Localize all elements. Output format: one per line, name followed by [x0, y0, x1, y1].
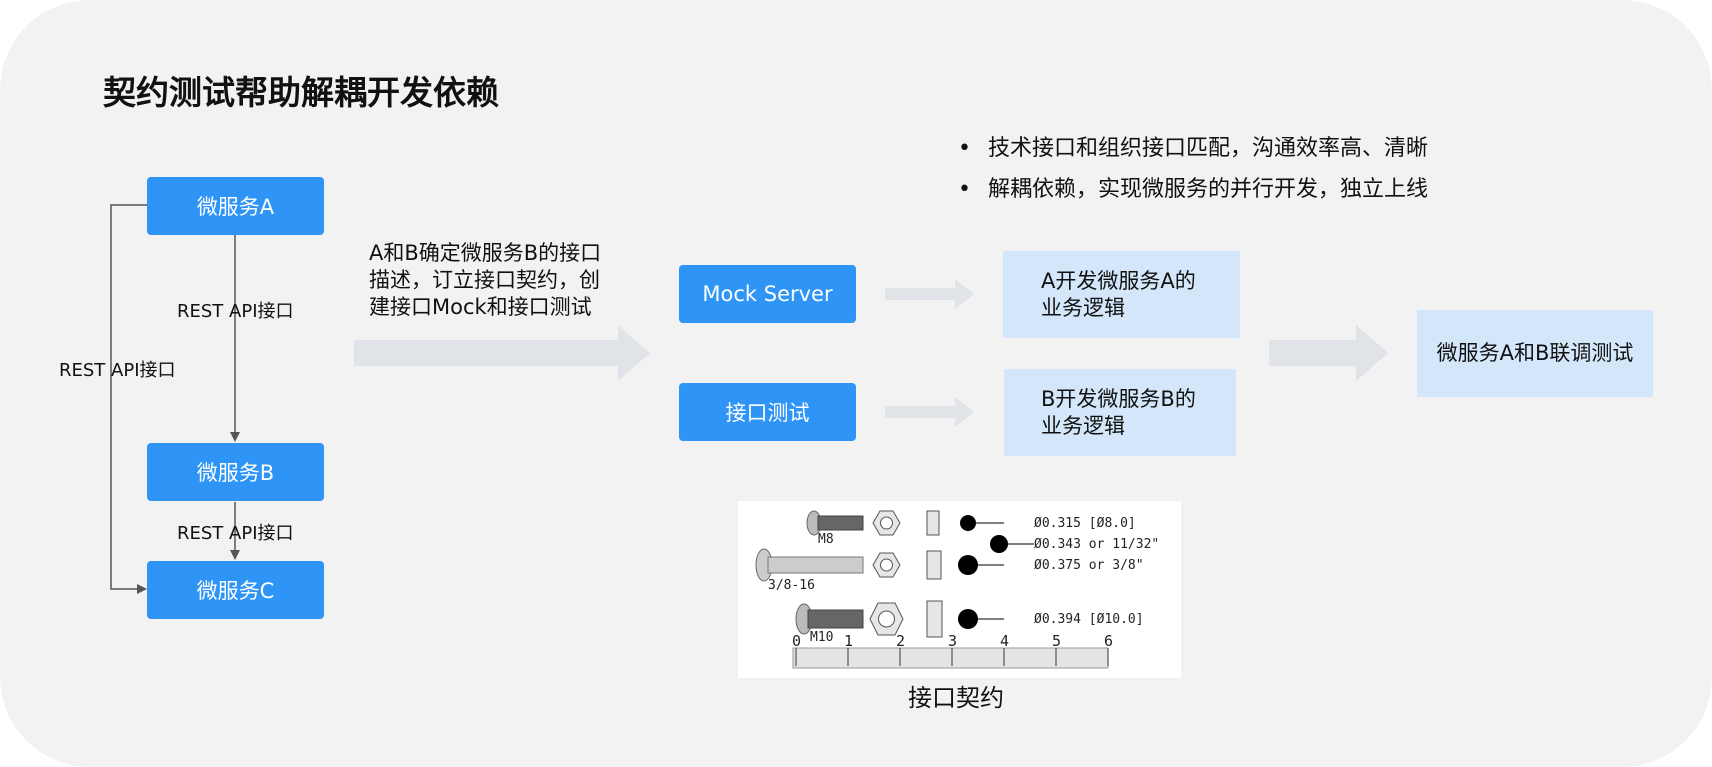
interface-test-box[interactable]: 接口测试: [679, 383, 856, 441]
bolt-m8: [806, 510, 1004, 536]
bolt-m10: [795, 600, 1004, 638]
joint-test-label: 微服务A和B联调测试: [1436, 341, 1634, 365]
mock-arrow: [885, 279, 974, 309]
size-label: Ø0.394 [Ø10.0]: [1034, 612, 1144, 627]
size-label: Ø0.343 or 11/32": [1034, 537, 1159, 552]
agreement-description: A和B确定微服务B的接口 描述，订立接口契约，创 建接口Mock和接口测试: [369, 240, 601, 321]
size-label: Ø0.315 [Ø8.0]: [1034, 516, 1136, 531]
benefit-item: 技术接口和组织接口匹配，沟通效率高、清晰: [958, 128, 1428, 169]
agreement-line: 建接口Mock和接口测试: [369, 295, 592, 319]
ruler-tick: 4: [1000, 632, 1009, 650]
ruler-tick: 3: [948, 632, 957, 650]
agreement-line: 描述，订立接口契约，创: [369, 268, 600, 292]
bolt-label: 3/8-16: [768, 578, 815, 593]
dev-a-line: 业务逻辑: [1041, 296, 1125, 320]
ruler-tick: 0: [792, 632, 801, 650]
ruler-tick: 2: [896, 632, 905, 650]
dev-b-line: B开发微服务B的: [1041, 387, 1196, 411]
ruler: [792, 647, 1109, 669]
page-title: 契约测试帮助解耦开发依赖: [103, 73, 499, 112]
ruler-tick: 5: [1052, 632, 1061, 650]
edge-label-a-to-b: REST API接口: [177, 301, 294, 322]
contract-caption: 接口契约: [908, 684, 1004, 712]
bolt-label: M8: [818, 532, 834, 547]
bolts-and-nuts-illustration: M8 3/8-16 M10 Ø0.315 [Ø8.0] Ø0.343 or 11…: [755, 510, 1159, 669]
test-arrow: [885, 397, 974, 427]
dev-b-box: B开发微服务B的 业务逻辑: [1004, 369, 1236, 456]
bolt-3-8-16: [755, 535, 1034, 582]
joint-test-box: 微服务A和B联调测试: [1417, 310, 1653, 397]
benefit-list: 技术接口和组织接口匹配，沟通效率高、清晰 解耦依赖，实现微服务的并行开发，独立上…: [958, 128, 1428, 210]
ruler-tick: 1: [844, 632, 853, 650]
dev-a-line: A开发微服务A的: [1041, 269, 1196, 293]
mock-server-box[interactable]: Mock Server: [679, 265, 856, 323]
connector-a-to-c: [110, 204, 147, 594]
dev-b-line: 业务逻辑: [1041, 414, 1125, 438]
joint-arrow: [1269, 325, 1388, 381]
service-b-box[interactable]: 微服务B: [147, 443, 324, 501]
benefit-item: 解耦依赖，实现微服务的并行开发，独立上线: [958, 169, 1428, 210]
contract-image: M8 3/8-16 M10 Ø0.315 [Ø8.0] Ø0.343 or 11…: [738, 501, 1181, 678]
dev-a-box: A开发微服务A的 业务逻辑: [1003, 251, 1240, 338]
agreement-line: A和B确定微服务B的接口: [369, 241, 602, 265]
size-label: Ø0.375 or 3/8": [1034, 558, 1144, 573]
ruler-tick: 6: [1104, 632, 1113, 650]
service-c-box[interactable]: 微服务C: [147, 561, 324, 619]
service-a-box[interactable]: 微服务A: [147, 177, 324, 235]
bolt-label: M10: [810, 630, 833, 645]
edge-label-b-to-c: REST API接口: [177, 523, 294, 544]
agreement-arrow: [354, 325, 650, 381]
edge-label-a-to-c: REST API接口: [59, 360, 176, 381]
